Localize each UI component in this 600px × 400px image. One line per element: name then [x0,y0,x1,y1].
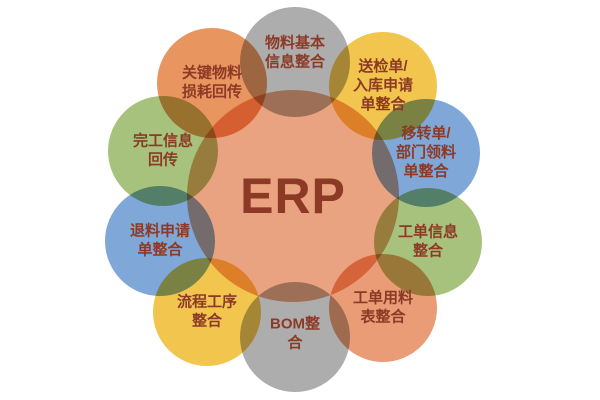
material-basic-info-label: 物料基本 信息整合 [264,34,326,70]
bom-integration-label: BOM整 合 [270,315,320,351]
inspection-inbound-request-label: 送检单/ 入库申请 单整合 [352,57,414,113]
material-return-request-label: 退料申请 单整合 [129,222,191,258]
completion-info-feedback-label: 完工信息 回传 [132,132,194,168]
transfer-dept-picking-label: 移转单/ 部门领料 单整合 [395,124,457,180]
work-order-info-label: 工单信息 整合 [397,223,459,259]
work-order-material-label: 工单用料 表整合 [352,289,414,325]
erp-center-label: ERP [240,168,346,224]
process-flow-label: 流程工序 整合 [176,293,238,329]
erp-center-circle [187,90,399,302]
key-material-loss-feedback-label: 关键物料 损耗回传 [181,64,243,100]
